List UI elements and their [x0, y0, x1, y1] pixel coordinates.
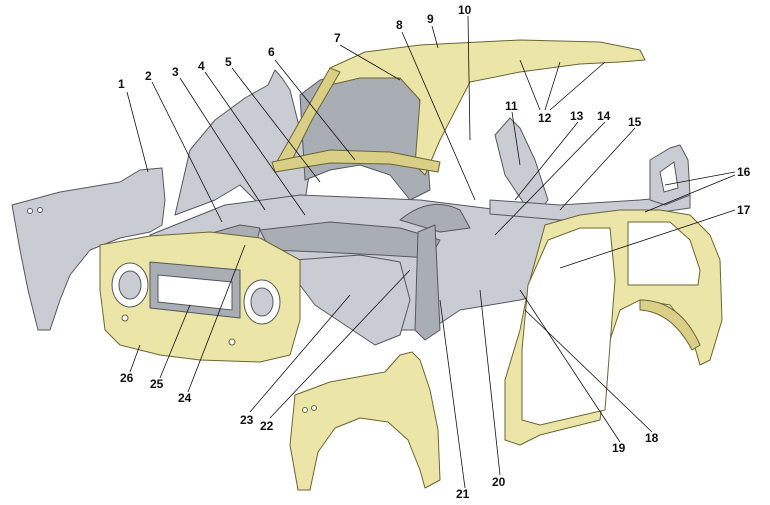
central-pillar-21 [414, 224, 441, 341]
callout-3: 3 [172, 65, 179, 79]
callout-15: 15 [628, 115, 642, 129]
callout-18: 18 [645, 431, 659, 445]
rear-pillar-inner [174, 69, 311, 221]
callout-13: 13 [570, 109, 584, 123]
rear-side-window-opening [627, 221, 701, 286]
callout-2: 2 [145, 69, 152, 83]
front-panel-hole [121, 314, 129, 322]
fender-right-hole [302, 407, 308, 413]
front-fender-1 [11, 167, 166, 331]
callout-10: 10 [458, 3, 472, 17]
window-frame-sill-6 [271, 149, 441, 173]
mudguard-inner-23 [294, 254, 411, 346]
callout-9: 9 [427, 12, 434, 26]
callout-7: 7 [334, 31, 341, 45]
callout-26: 26 [120, 371, 134, 385]
callout-17: 17 [737, 203, 751, 217]
callout-21: 21 [456, 487, 470, 501]
rear-side-pillar-11 [494, 117, 549, 211]
leader-lines [126, 15, 736, 489]
callout-5: 5 [225, 55, 232, 69]
callout-11: 11 [505, 99, 518, 113]
callout-23: 23 [240, 413, 254, 427]
callout-25: 25 [150, 377, 164, 391]
rear-pillar-right-window [659, 161, 679, 193]
front-fender-right [289, 351, 441, 491]
callout-19: 19 [612, 441, 626, 455]
callout-14: 14 [597, 109, 611, 123]
roof-panel-9 [329, 39, 646, 176]
callout-6: 6 [268, 45, 275, 59]
callout-20: 20 [492, 475, 506, 489]
callout-24: 24 [178, 391, 192, 405]
rear-wheel-arch [399, 203, 471, 233]
front-panel-hole [228, 338, 236, 346]
callout-12: 12 [538, 111, 552, 125]
callout-1: 1 [118, 77, 125, 91]
fender-bolt-hole [37, 207, 43, 213]
callout-4: 4 [198, 59, 205, 73]
headlight-opening-left-inner [118, 270, 142, 300]
callout-22: 22 [260, 419, 274, 433]
callout-16: 16 [737, 165, 751, 179]
door-opening-18 [521, 227, 616, 426]
fender-right-hole [311, 405, 317, 411]
fender-bolt-hole [27, 208, 33, 214]
callout-8: 8 [396, 18, 403, 32]
rear-fender-arch [639, 299, 701, 351]
radiator-frame-opening [157, 274, 233, 311]
headlight-opening-right-inner [250, 287, 274, 317]
